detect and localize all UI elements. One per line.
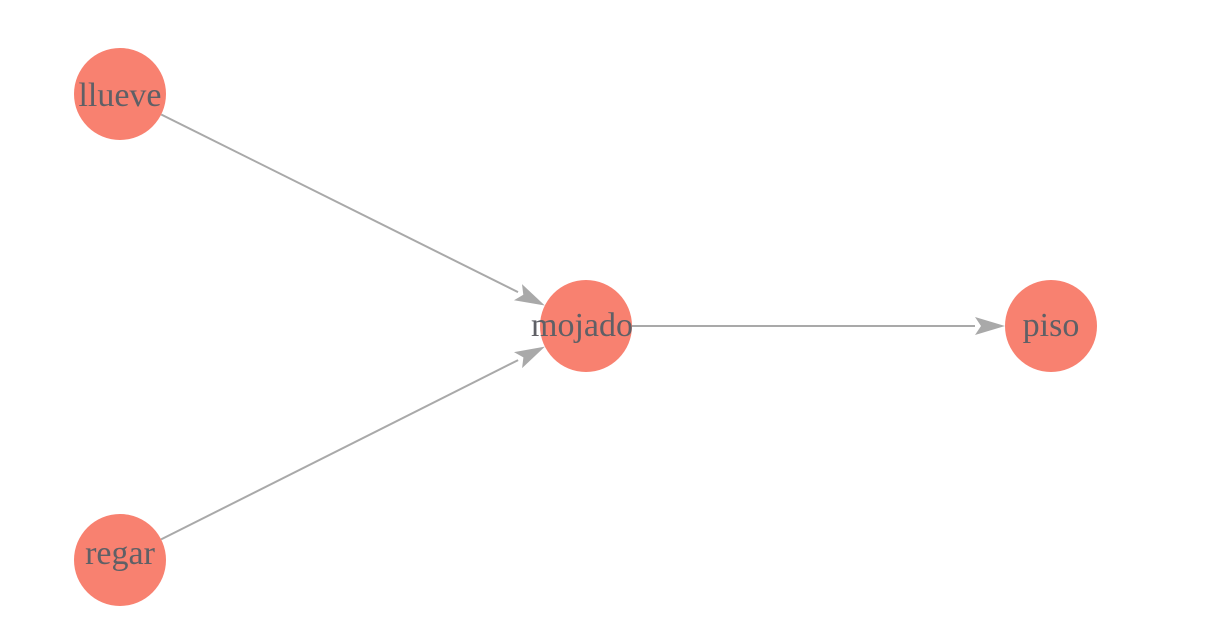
edge-line [160, 113, 519, 293]
node-mojado: mojado [531, 280, 633, 372]
edge-mojado-piso [632, 317, 1005, 335]
node-circle [74, 48, 166, 140]
arrow-head [514, 284, 545, 306]
nodes: llueve regar mojado piso [74, 48, 1097, 606]
edge-line [160, 359, 519, 541]
node-label: regar [85, 535, 156, 572]
node-circle [74, 514, 166, 606]
edge-regar-mojado [160, 346, 545, 541]
edge-llueve-mojado [160, 113, 545, 306]
node-regar: regar [74, 514, 166, 606]
node-label: mojado [531, 307, 633, 344]
node-circle [540, 280, 632, 372]
node-piso: piso [1005, 280, 1097, 372]
node-label: llueve [78, 77, 161, 114]
edges [160, 113, 1005, 541]
node-llueve: llueve [74, 48, 166, 140]
arrow-head [975, 317, 1005, 335]
arrow-head [514, 346, 545, 369]
node-label: piso [1023, 307, 1080, 344]
node-circle [1005, 280, 1097, 372]
